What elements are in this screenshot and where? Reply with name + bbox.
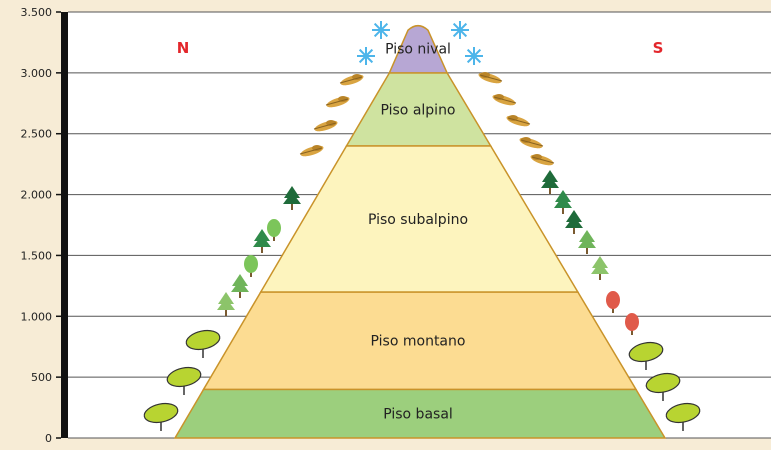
broadleaf-tree-icon bbox=[606, 291, 620, 313]
y-tick-label: 3.000 bbox=[21, 67, 53, 80]
shrub-icon bbox=[506, 115, 531, 127]
south-label: S bbox=[653, 39, 664, 57]
shrub-icon bbox=[313, 120, 338, 132]
y-tick-label: 1.000 bbox=[21, 310, 53, 323]
vegetation-zones: Piso basal Piso montano Piso subalpino Piso… bbox=[173, 24, 667, 439]
y-tick-label: 0 bbox=[45, 432, 52, 445]
shrub-icon bbox=[478, 72, 503, 84]
y-tick-label: 1.500 bbox=[21, 249, 53, 262]
zone-label-nival: Piso nival bbox=[385, 42, 451, 58]
vegetation-icons bbox=[143, 21, 701, 431]
y-axis: 3.500 3.000 2.500 2.000 1.500 1.000 500 0 bbox=[21, 6, 68, 445]
snowflake-icon bbox=[357, 47, 375, 65]
broadleaf-tree-icon bbox=[244, 255, 258, 277]
olive-tree-icon bbox=[166, 366, 202, 395]
snowflake-icon bbox=[372, 21, 390, 39]
y-tick-label: 2.000 bbox=[21, 189, 53, 202]
snowflake-icon bbox=[465, 47, 483, 65]
axis-bar bbox=[61, 12, 68, 438]
shrub-icon bbox=[492, 94, 517, 106]
olive-tree-icon bbox=[645, 372, 681, 401]
shrub-icon bbox=[299, 145, 324, 157]
zone-nival bbox=[388, 24, 449, 74]
conifer-tree-icon bbox=[541, 170, 559, 194]
shrub-icon bbox=[339, 74, 364, 86]
conifer-tree-icon bbox=[554, 190, 572, 214]
olive-tree-icon bbox=[665, 402, 701, 431]
zone-label-alpino: Piso alpino bbox=[380, 102, 455, 118]
conifer-tree-icon bbox=[231, 274, 249, 298]
olive-tree-icon bbox=[185, 329, 221, 358]
y-tick-label: 2.500 bbox=[21, 128, 53, 141]
y-tick-label: 500 bbox=[31, 371, 52, 384]
shrub-icon bbox=[325, 96, 350, 108]
y-tick-label: 3.500 bbox=[21, 6, 53, 19]
broadleaf-tree-icon bbox=[625, 313, 639, 335]
shrub-icon bbox=[530, 154, 555, 166]
shrub-icon bbox=[519, 137, 544, 149]
olive-tree-icon bbox=[143, 402, 179, 431]
broadleaf-tree-icon bbox=[267, 219, 281, 241]
zone-label-montano: Piso montano bbox=[371, 334, 466, 350]
conifer-tree-icon bbox=[578, 230, 596, 254]
north-label: N bbox=[177, 39, 190, 57]
zone-label-basal: Piso basal bbox=[383, 407, 453, 423]
olive-tree-icon bbox=[628, 341, 664, 370]
conifer-tree-icon bbox=[217, 292, 235, 316]
conifer-tree-icon bbox=[591, 256, 609, 280]
conifer-tree-icon bbox=[283, 186, 301, 210]
conifer-tree-icon bbox=[565, 210, 583, 234]
conifer-tree-icon bbox=[253, 229, 271, 253]
snowflake-icon bbox=[451, 21, 469, 39]
zone-label-subalpino: Piso subalpino bbox=[368, 212, 468, 228]
